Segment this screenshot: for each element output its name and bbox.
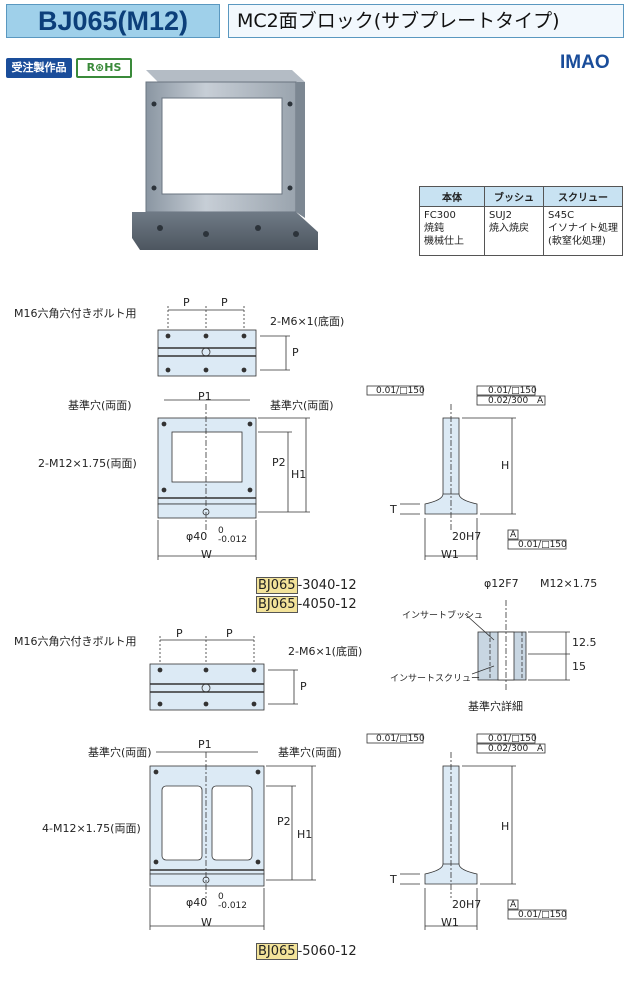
d2-w1-label: W1	[441, 916, 459, 929]
detail-dim-15: 15	[572, 660, 586, 673]
d2-front-view	[149, 751, 316, 930]
product-title: MC2面ブロック(サブプレートタイプ)	[228, 4, 624, 38]
d2-face-tap-label: 4-M12×1.75(両面)	[42, 822, 141, 835]
d2-fit-label: 20H7	[452, 898, 482, 911]
d2-h1-label: H1	[297, 828, 313, 841]
brand-logo: IMAO	[560, 52, 610, 73]
detail-dia-label: φ12F7	[484, 577, 519, 590]
d1-h-label: H	[501, 459, 510, 472]
detail-dim-12-5: 12.5	[572, 636, 597, 649]
d1-t-label: T	[390, 503, 397, 516]
d2-h-label: H	[501, 820, 510, 833]
d1-bore-label: φ40	[186, 530, 208, 543]
d2-model-code-1: BJ065-5060-12	[256, 943, 357, 960]
header-screw: スクリュー	[543, 186, 623, 207]
rohs-badge: R⊛HS	[76, 58, 132, 78]
d1-p2-label: P2	[272, 456, 286, 469]
d2-bore-tol-lower: -0.012	[218, 901, 248, 911]
d2-p2-label: P2	[277, 815, 291, 828]
d2-flatness-right: 0.01/□150	[488, 734, 537, 744]
d1-w1-label: W1	[441, 548, 459, 561]
d1-bolt-label: M16六角穴付きボルト用	[14, 307, 137, 320]
d1-top-view	[157, 306, 290, 377]
d2-datum-ref: A	[537, 744, 544, 754]
d1-bore-tol-lower: -0.012	[218, 535, 248, 545]
d1-p1-label: P1	[198, 390, 212, 403]
d1-ref-hole-right: 基準穴(両面)	[270, 399, 334, 412]
detail-caption: 基準穴詳細	[468, 700, 523, 713]
d2-ref-hole-left: 基準穴(両面)	[88, 746, 152, 759]
d2-bolt-label: M16六角穴付きボルト用	[14, 635, 137, 648]
d2-pitch-label-b: P	[226, 627, 233, 640]
d1-bottom-flatness: 0.01/□150	[518, 540, 567, 550]
d1-front-view	[157, 399, 310, 560]
d1-w-label: W	[201, 548, 212, 561]
d1-pitch-label-b: P	[221, 296, 228, 309]
d2-p1-label: P1	[198, 738, 212, 751]
d2-bore-label: φ40	[186, 896, 208, 909]
header-body: 本体	[419, 186, 485, 207]
d2-parallelism: 0.02/300	[488, 744, 529, 754]
d2-ref-hole-right: 基準穴(両面)	[278, 746, 342, 759]
d1-pitch-label-a: P	[183, 296, 190, 309]
d2-side-view	[366, 733, 567, 930]
d1-side-p-label: P	[292, 346, 299, 359]
d1-fit-label: 20H7	[452, 530, 482, 543]
d2-datum-a: A	[510, 900, 517, 910]
d1-bottom-tap-label: 2-M6×1(底面)	[270, 315, 345, 328]
d1-model-code-2: BJ065-4050-12	[256, 596, 357, 613]
detail-thread-label: M12×1.75	[540, 577, 598, 590]
d1-parallelism: 0.02/300	[488, 396, 529, 406]
d2-flatness-left: 0.01/□150	[376, 734, 425, 744]
d1-h1-label: H1	[291, 468, 307, 481]
d2-side-p-label: P	[300, 680, 307, 693]
d2-t-label: T	[390, 873, 397, 886]
detail-screw-label: インサートスクリュー	[390, 674, 481, 684]
d2-bottom-tap-label: 2-M6×1(底面)	[288, 645, 363, 658]
d2-bottom-flatness: 0.01/□150	[518, 910, 567, 920]
d1-flatness-left: 0.01/□150	[376, 386, 425, 396]
d1-bore-tol-upper: 0	[218, 526, 224, 536]
d1-flatness-right: 0.01/□150	[488, 386, 537, 396]
d1-ref-hole-left: 基準穴(両面)	[68, 399, 132, 412]
header-bush: ブッシュ	[484, 186, 544, 207]
d1-side-view	[366, 385, 567, 560]
d2-w-label: W	[201, 916, 212, 929]
d1-datum-a: A	[510, 530, 517, 540]
product-code: BJ065(M12)	[6, 4, 220, 38]
d2-top-view	[149, 636, 298, 711]
d1-model-code-1: BJ065-3040-12	[256, 577, 357, 594]
d2-bore-tol-upper: 0	[218, 892, 224, 902]
d1-datum-ref: A	[537, 396, 544, 406]
made-to-order-badge: 受注製作品	[6, 58, 72, 78]
d1-face-tap-label: 2-M12×1.75(両面)	[38, 457, 137, 470]
detail-bush-label: インサートブッシュ	[402, 611, 484, 621]
d2-pitch-label-a: P	[176, 627, 183, 640]
detail-view	[464, 600, 570, 690]
